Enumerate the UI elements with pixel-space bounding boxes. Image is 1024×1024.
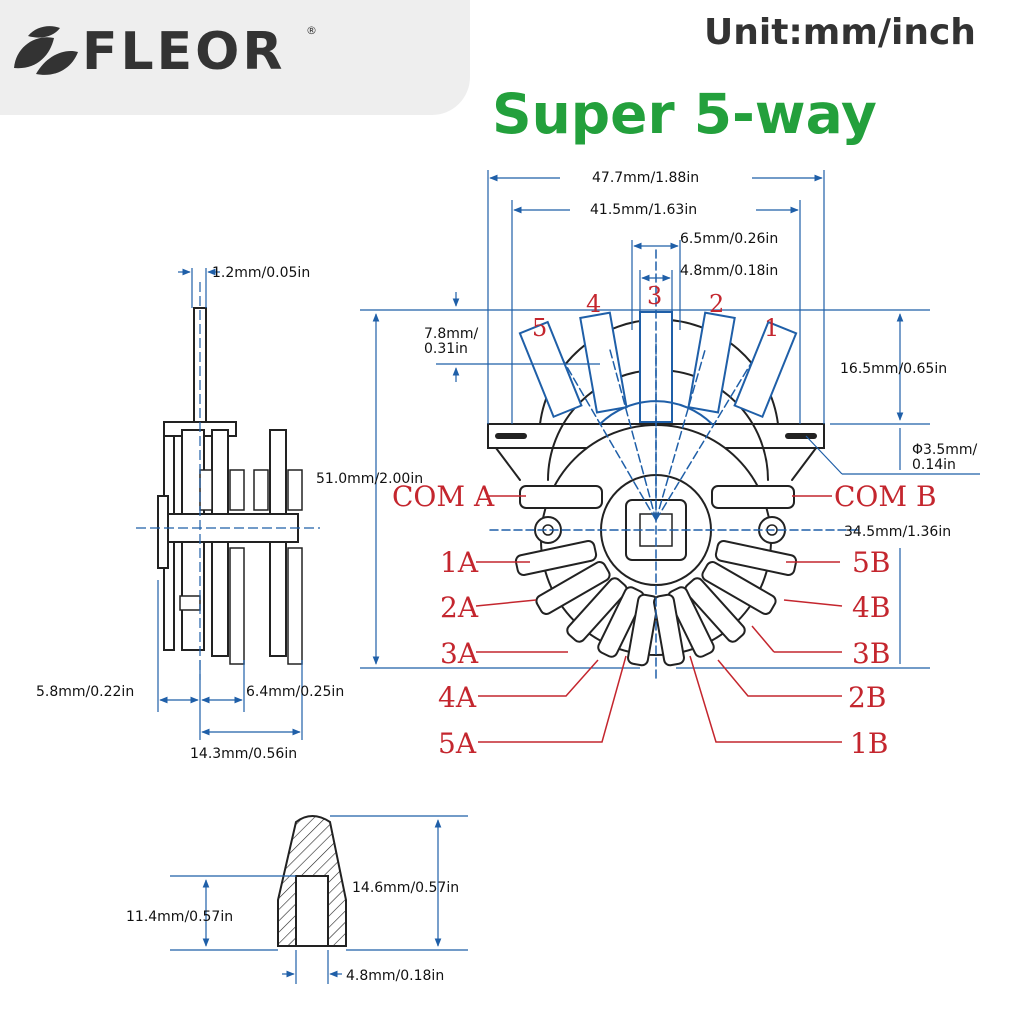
knob-view: [277, 815, 347, 947]
dim-plate-thickness: 1.2mm/0.05in: [212, 265, 310, 281]
dim-hole-in: 0.14in: [912, 457, 956, 473]
dim-height: 51.0mm/2.00in: [316, 471, 423, 487]
position-2: 2: [709, 290, 724, 318]
dim-lever-height: 7.8mm/: [424, 326, 479, 342]
pin-4b: 4B: [852, 591, 890, 624]
side-dimensions: [136, 268, 320, 740]
side-view: [157, 307, 303, 665]
registered-mark: ®: [306, 24, 317, 37]
pin-2a: 2A: [440, 591, 479, 624]
pin-leaders: [475, 495, 843, 743]
pin-1a: 1A: [440, 546, 479, 579]
pin-2b: 2B: [848, 681, 886, 714]
dim-hole-span: 34.5mm/1.36in: [844, 524, 951, 540]
pin-3a: 3A: [440, 637, 479, 670]
pin-com-a: COM A: [392, 480, 495, 513]
dim-knob-height: 14.6mm/0.57in: [352, 880, 459, 896]
knob-dimensions: [170, 815, 468, 984]
front-dimensions: [360, 170, 980, 669]
dim-mount-width: 41.5mm/1.63in: [590, 202, 697, 218]
dim-hole: Φ3.5mm/: [912, 442, 978, 458]
leaf-logo-icon: [14, 26, 78, 75]
dim-top-height: 16.5mm/0.65in: [840, 361, 947, 377]
page-title: Super 5-way: [492, 82, 877, 146]
position-1: 1: [764, 314, 779, 342]
front-view: [487, 249, 861, 681]
pin-5b: 5B: [852, 546, 890, 579]
brand-header: FLEOR ®: [0, 0, 470, 115]
pin-4a: 4A: [438, 681, 477, 714]
position-3: 3: [647, 282, 662, 310]
dim-knob-hole: 4.8mm/0.18in: [346, 968, 444, 984]
position-4: 4: [586, 290, 601, 318]
unit-label: Unit:mm/inch: [704, 12, 976, 53]
dim-lever-inner: 4.8mm/0.18in: [680, 263, 778, 279]
dim-lever-height-in: 0.31in: [424, 341, 468, 357]
pin-1b: 1B: [850, 727, 888, 760]
brand-name: FLEOR: [82, 22, 286, 82]
dim-total-width: 47.7mm/1.88in: [592, 170, 699, 186]
dim-side-a: 5.8mm/0.22in: [36, 684, 134, 700]
position-5: 5: [532, 314, 547, 342]
dim-lever-width: 6.5mm/0.26in: [680, 231, 778, 247]
pin-3b: 3B: [852, 637, 890, 670]
pin-com-b: COM B: [834, 480, 937, 513]
dim-side-b: 6.4mm/0.25in: [246, 684, 344, 700]
dim-side-total: 14.3mm/0.56in: [190, 746, 297, 762]
dim-knob-inner: 11.4mm/0.57in: [126, 909, 233, 925]
pin-5a: 5A: [438, 727, 477, 760]
